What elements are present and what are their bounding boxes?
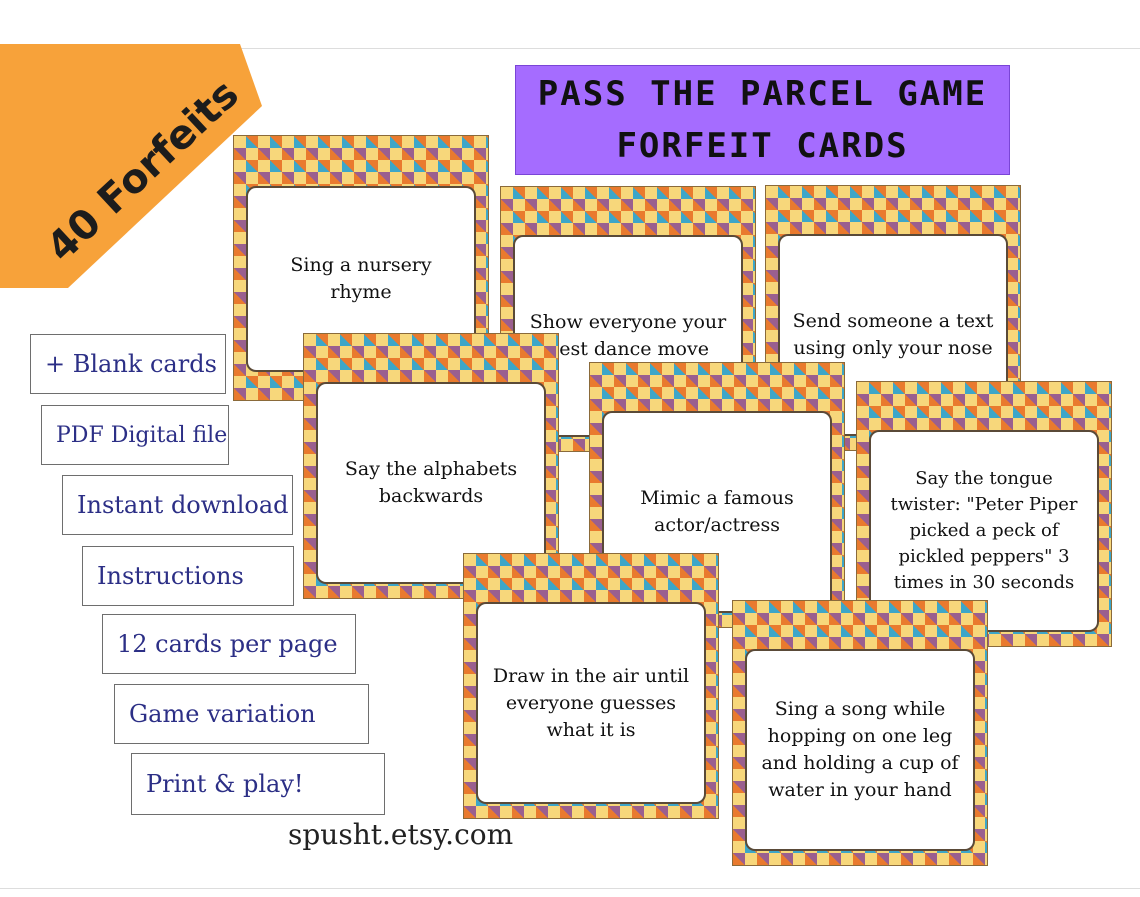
feature-label-pdf: PDF Digital file bbox=[41, 405, 229, 465]
card-text: Say the tongue twister: "Peter Piper pic… bbox=[871, 432, 1097, 630]
card-text: Sing a song while hopping on one leg and… bbox=[747, 651, 973, 849]
top-divider bbox=[0, 48, 1140, 49]
title-line-1: PASS THE PARCEL GAME bbox=[537, 74, 988, 114]
card-text: Say the alphabets backwards bbox=[318, 384, 544, 582]
bottom-divider bbox=[0, 888, 1140, 889]
feature-label-cards-per-page: 12 cards per page bbox=[102, 614, 356, 674]
forfeit-card: Draw in the air until everyone guesses w… bbox=[463, 553, 719, 819]
feature-label-blank-cards: + Blank cards bbox=[30, 334, 226, 394]
title-banner: PASS THE PARCEL GAME FORFEIT CARDS bbox=[515, 65, 1010, 175]
forfeit-card: Say the alphabets backwards bbox=[303, 333, 559, 599]
card-text: Draw in the air until everyone guesses w… bbox=[478, 604, 704, 802]
title-line-2: FORFEIT CARDS bbox=[616, 126, 909, 166]
feature-label-print-play: Print & play! bbox=[131, 753, 385, 815]
feature-label-instructions: Instructions bbox=[82, 546, 294, 606]
shop-url: spusht.etsy.com bbox=[288, 818, 514, 851]
feature-label-instant-download: Instant download bbox=[62, 475, 293, 535]
feature-label-game-variation: Game variation bbox=[114, 684, 369, 744]
forfeit-card: Sing a song while hopping on one leg and… bbox=[732, 600, 988, 866]
